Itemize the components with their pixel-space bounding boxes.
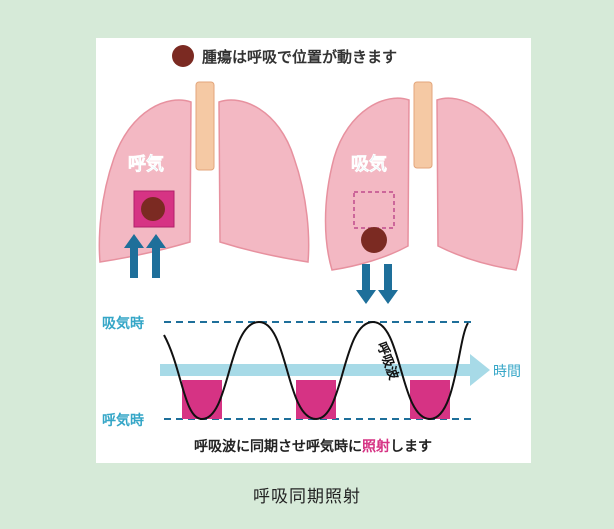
right-lung-left [219,100,309,262]
right-lung-right [437,98,523,270]
time-axis-label: 時間 [493,364,521,380]
left-state-label: 呼気 [128,153,164,175]
instruction-suffix: します [390,439,432,455]
lungs-exhale: 呼気 [99,82,308,278]
right-state-label: 吸気 [351,153,387,175]
down-arrows [356,264,398,304]
tumor-left [141,197,165,221]
respiration-graph: 吸気時 呼気時 時間 呼吸波 [102,315,521,429]
figure-caption: 呼吸同期照射 [0,482,614,507]
exhale-level-label: 呼気時 [102,412,144,429]
tumor-legend-icon [172,45,194,67]
beam-window-2 [296,380,336,419]
instruction-highlight: 照射 [362,438,390,455]
left-lung-left [99,100,191,262]
bottom-instruction: 呼吸波に同期させ呼気時に照射します [194,438,432,455]
instruction-prefix: 呼吸波に同期させ呼気時に [194,438,362,455]
respiratory-gating-diagram: 腫瘍は呼吸で位置が動きます 呼気 吸気 [96,38,531,463]
trachea-left [196,82,214,170]
beam-window-1 [182,380,222,419]
title-note: 腫瘍は呼吸で位置が動きます [202,48,397,66]
trachea-right [414,82,432,168]
beam-window-3 [410,380,450,419]
lungs-inhale: 吸気 [326,82,523,304]
inhale-level-label: 吸気時 [102,315,144,332]
tumor-right [361,227,387,253]
diagram-panel: 腫瘍は呼吸で位置が動きます 呼気 吸気 [96,38,531,463]
